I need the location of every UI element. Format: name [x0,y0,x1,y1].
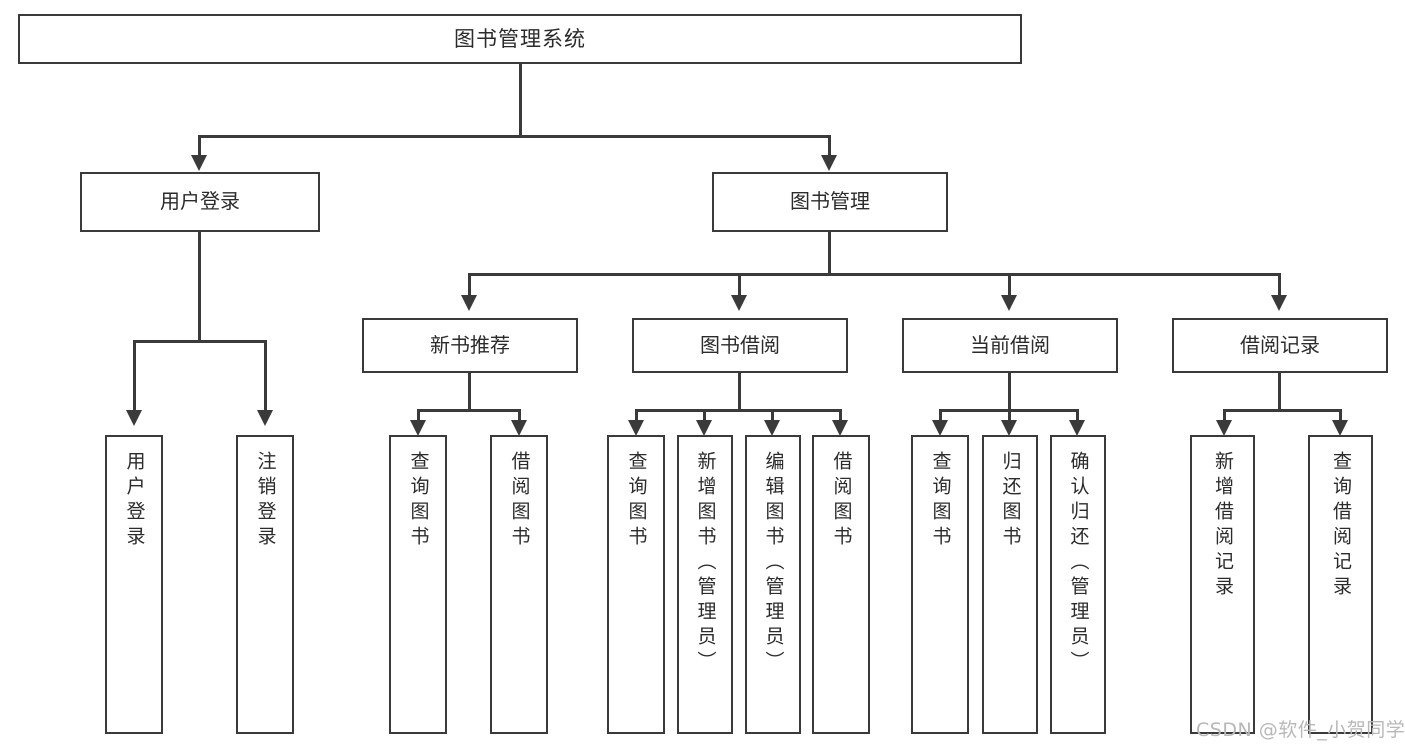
connector-book-manage-drop-4 [1278,273,1281,299]
node-book-borrow[interactable]: 图书借阅 [632,318,848,373]
node-label: 编辑图书（管理员） [762,451,785,676]
node-leaf-borrow-book-2[interactable]: 借阅图书 [812,435,870,734]
connector-book-manage-stem [828,232,831,276]
node-label: 借阅记录 [1240,332,1320,357]
arrowhead-icon [1216,420,1232,436]
connector-book-borrow-stem [738,373,741,411]
connector-borrow-record-drop-2 [1339,409,1342,425]
node-label: 注销登录 [254,451,277,551]
node-label: 图书借阅 [700,332,780,357]
node-label: 图书管理 [790,189,870,214]
node-leaf-add-record[interactable]: 新增借阅记录 [1190,435,1255,734]
node-leaf-query-book-3[interactable]: 查询图书 [911,435,969,734]
connector-new-book-drop-1 [417,409,420,425]
connector-root-drop-user-login [198,135,201,159]
arrowhead-icon [764,420,780,436]
node-leaf-add-book[interactable]: 新增图书（管理员） [677,435,733,734]
node-current-borrow[interactable]: 当前借阅 [902,318,1118,373]
node-leaf-user-login[interactable]: 用户登录 [105,435,163,734]
arrowhead-icon [1069,420,1085,436]
connector-new-book-drop-2 [518,409,521,425]
node-leaf-query-book-1[interactable]: 查询图书 [389,435,447,734]
node-label: 归还图书 [999,451,1022,551]
node-leaf-query-record[interactable]: 查询借阅记录 [1308,435,1373,734]
node-book-manage[interactable]: 图书管理 [712,172,948,232]
connector-user-login-drop-2 [264,340,267,414]
arrowhead-icon [832,420,848,436]
connector-book-borrow-drop-2 [703,409,706,425]
arrowhead-icon [1001,420,1017,436]
node-label: 当前借阅 [970,332,1050,357]
node-leaf-user-logout[interactable]: 注销登录 [236,435,294,734]
arrowhead-icon [696,420,712,436]
connector-book-borrow-drop-1 [635,409,638,425]
arrowhead-icon [191,155,207,171]
node-borrow-record[interactable]: 借阅记录 [1172,318,1388,373]
arrowhead-icon [932,420,948,436]
connector-user-login-rail [133,340,267,343]
node-leaf-query-book-2[interactable]: 查询图书 [607,435,665,734]
node-leaf-edit-book[interactable]: 编辑图书（管理员） [745,435,801,734]
connector-new-book-rail [417,409,521,412]
connector-borrow-record-stem [1278,373,1281,411]
node-user-login[interactable]: 用户登录 [80,172,320,232]
node-label: 查询图书 [625,451,648,551]
arrowhead-icon [628,420,644,436]
arrowhead-icon [731,295,747,311]
node-label: 查询借阅记录 [1330,451,1352,601]
connector-root-drop-book-manage [828,135,831,159]
connector-current-borrow-drop-1 [939,409,942,425]
connector-borrow-record-rail [1223,409,1342,412]
node-label: 新增借阅记录 [1212,451,1234,601]
node-label: 查询图书 [407,451,430,551]
arrowhead-icon [461,295,477,311]
connector-root-rail [198,135,831,138]
node-label: 用户登录 [160,189,240,214]
connector-user-login-stem [198,232,201,342]
connector-new-book-stem [468,373,471,411]
node-new-book-recommend[interactable]: 新书推荐 [362,318,578,373]
node-label: 借阅图书 [830,451,853,551]
node-leaf-return-book[interactable]: 归还图书 [982,435,1038,734]
connector-current-borrow-stem [1008,373,1011,411]
node-label: 新书推荐 [430,332,510,357]
arrowhead-icon [1001,295,1017,311]
connector-root-stem [519,64,522,136]
node-label: 确认归还（管理员） [1067,451,1090,676]
connector-book-manage-rail [468,273,1280,276]
arrowhead-icon [257,410,273,426]
connector-book-borrow-drop-3 [771,409,774,425]
node-label: 借阅图书 [508,451,531,551]
node-label: 用户登录 [123,451,146,551]
node-label: 新增图书（管理员） [694,451,717,676]
connector-book-manage-drop-2 [738,273,741,299]
node-label: 图书管理系统 [454,26,586,51]
connector-book-manage-drop-3 [1008,273,1011,299]
connector-book-manage-drop-1 [468,273,471,299]
connector-user-login-drop-1 [133,340,136,414]
node-leaf-confirm-return[interactable]: 确认归还（管理员） [1050,435,1106,734]
node-root-system[interactable]: 图书管理系统 [18,14,1022,64]
node-label: 查询图书 [929,451,952,551]
connector-book-borrow-rail [635,409,842,412]
arrowhead-icon [511,420,527,436]
arrowhead-icon [410,420,426,436]
connector-current-borrow-drop-3 [1076,409,1079,425]
arrowhead-icon [1271,295,1287,311]
connector-borrow-record-drop-1 [1223,409,1226,425]
arrowhead-icon [1332,420,1348,436]
connector-current-borrow-drop-2 [1008,409,1011,425]
arrowhead-icon [821,155,837,171]
node-leaf-borrow-book-1[interactable]: 借阅图书 [490,435,548,734]
arrowhead-icon [126,410,142,426]
connector-book-borrow-drop-4 [839,409,842,425]
